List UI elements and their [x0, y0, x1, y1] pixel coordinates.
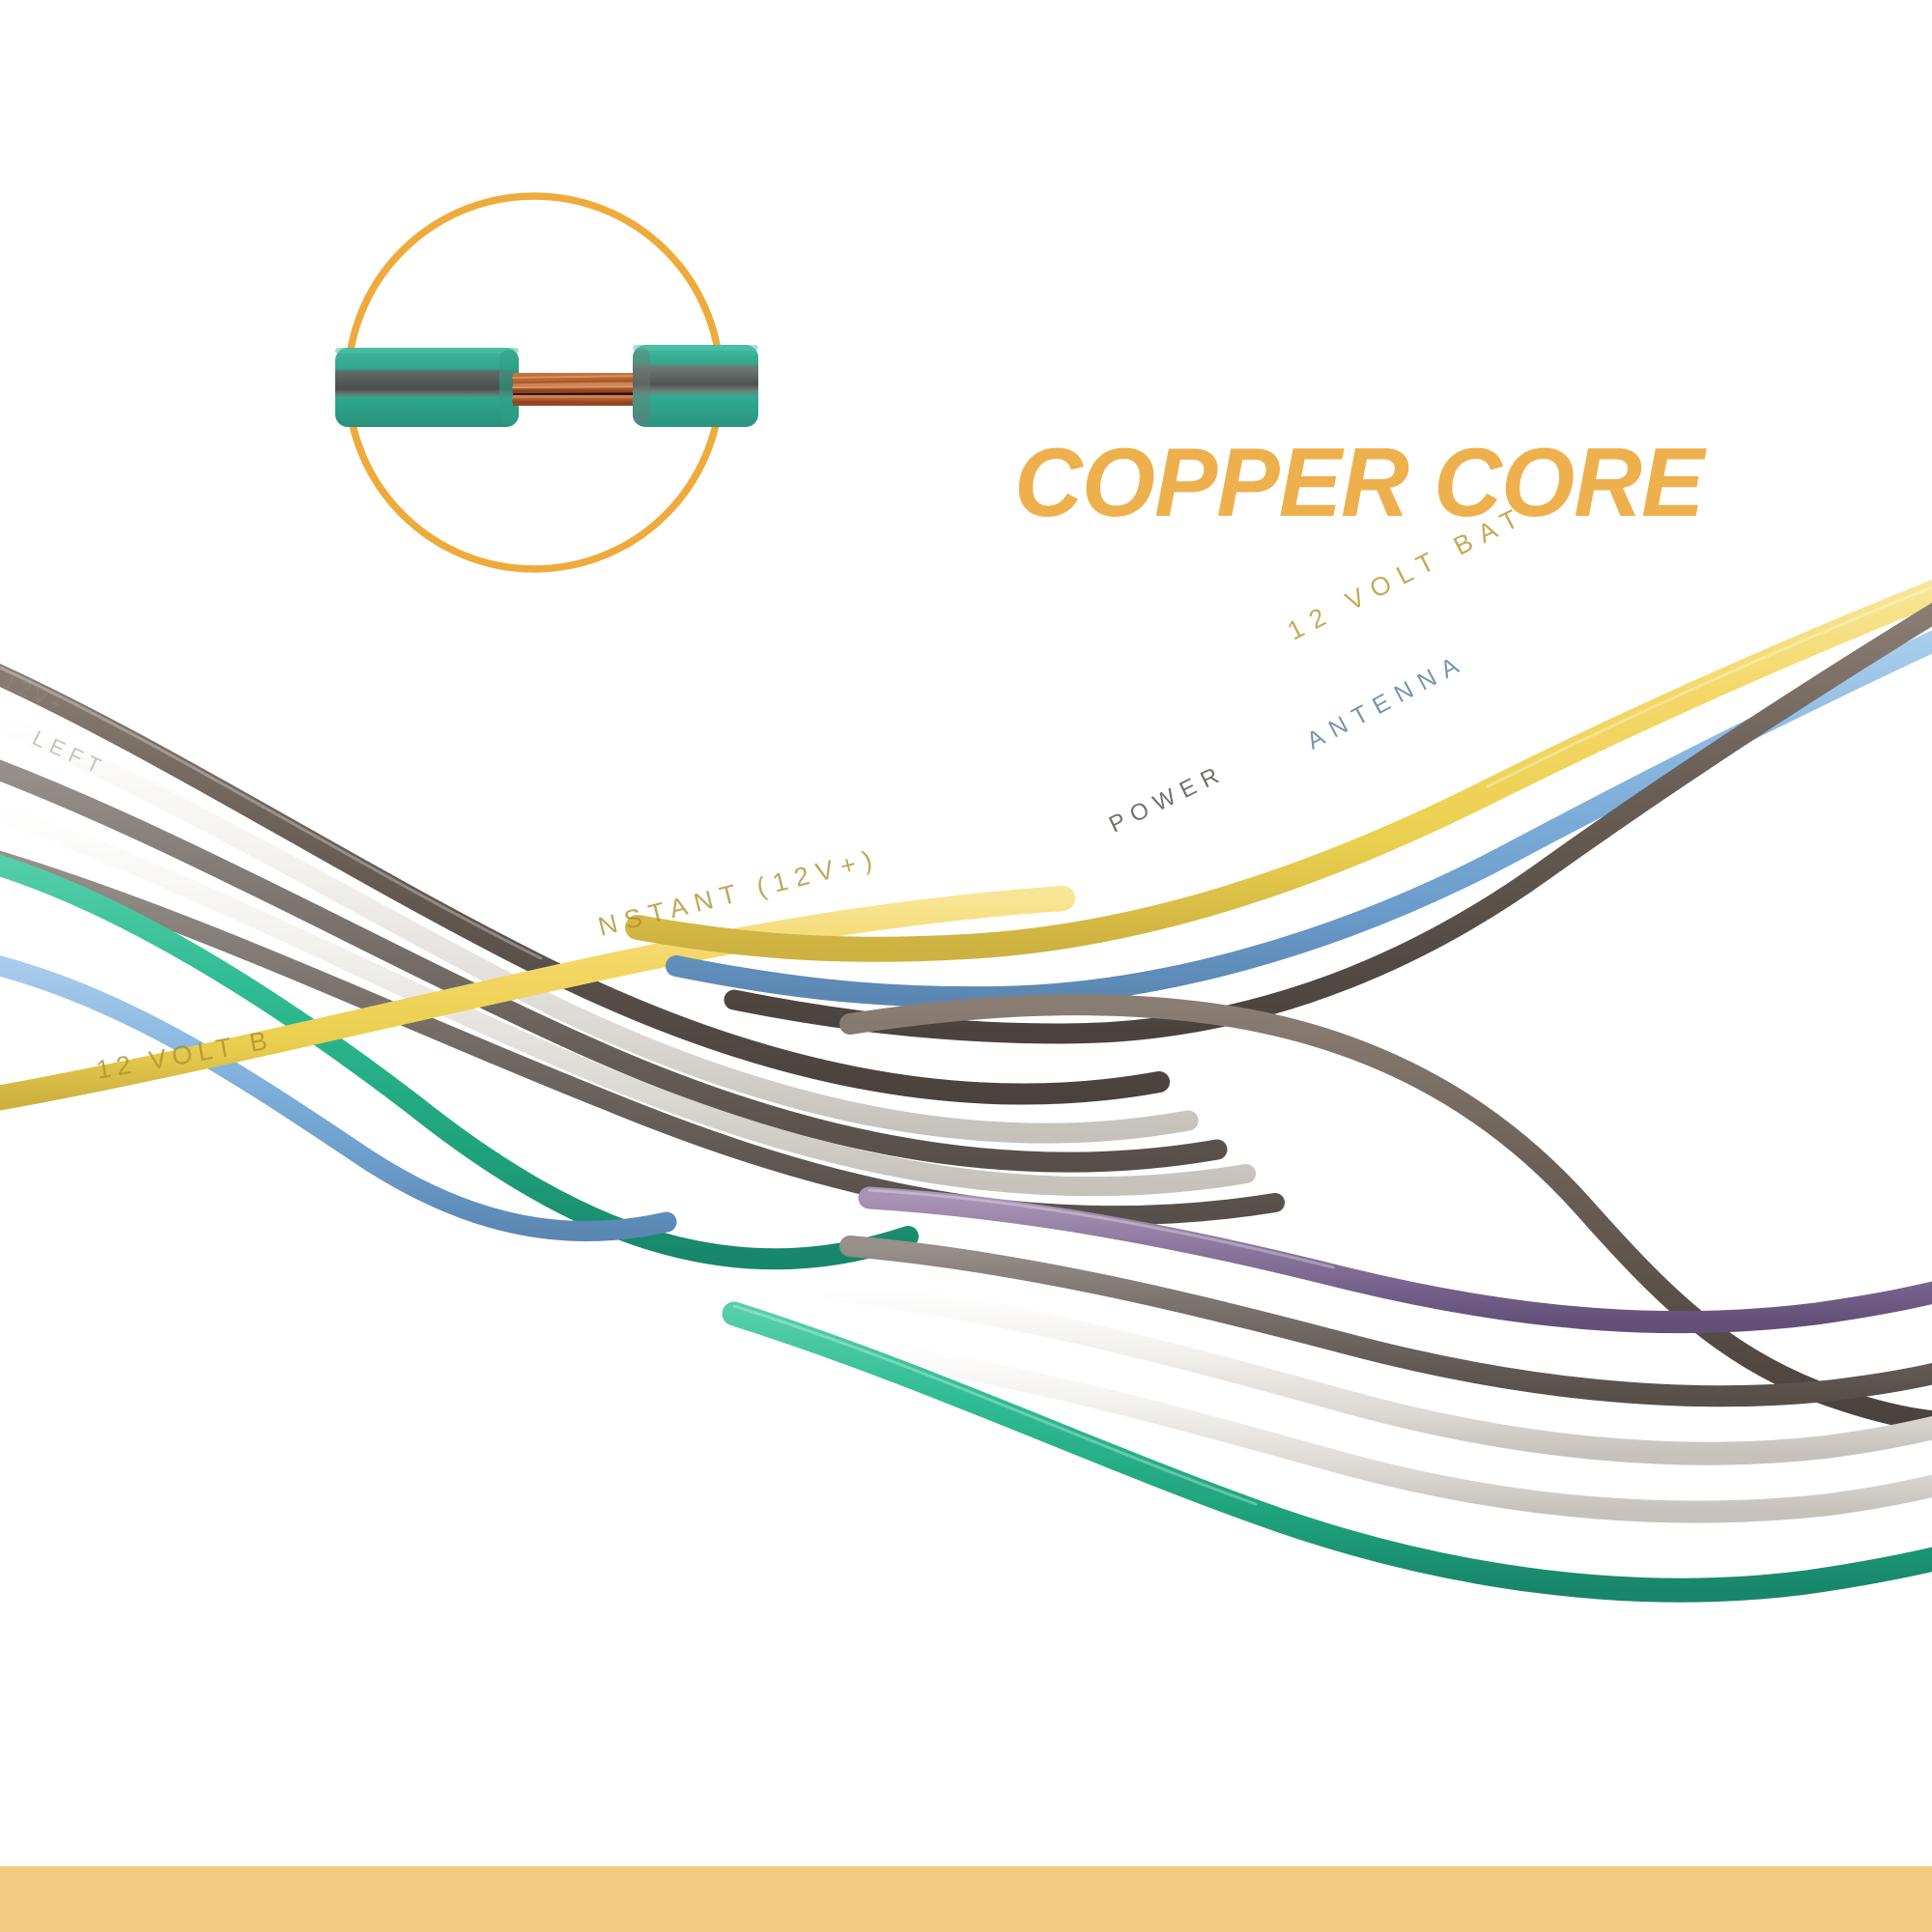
wire-blue-lower-left — [0, 955, 677, 1242]
footer-hairline — [0, 1862, 1932, 1866]
wire-yellow-lower-left — [0, 886, 1075, 1111]
wire-yellow-battery — [625, 580, 1932, 962]
headline: COPPER CORE — [1014, 425, 1806, 541]
wire-brown-upper-left — [0, 663, 1170, 1105]
copper-core-callout — [335, 166, 758, 599]
wire-teal-left-arc — [0, 854, 919, 1270]
copper-strands — [511, 373, 644, 406]
headline-text: COPPER CORE — [1014, 428, 1704, 537]
wire-brown-power — [724, 602, 1932, 1044]
wire-segment-left — [335, 348, 519, 427]
wire-teal-lower — [722, 1301, 1932, 1603]
wire-white-upper-left-2 — [0, 803, 1256, 1197]
wire-graybrown-lower — [839, 1236, 1932, 1407]
wire-white-upper-left — [0, 711, 1199, 1144]
footer-band — [0, 1862, 1932, 1932]
wire-purple — [858, 1186, 1932, 1334]
wire-gray-upper-left — [0, 759, 1228, 1173]
wire-bundle-photo: 12 VOLT BAT ANTENNA POWER NSTANT (12V+) … — [0, 499, 1932, 1874]
wire-white-lower-b — [800, 1331, 1932, 1523]
wire-white-lower-a — [819, 1278, 1932, 1465]
wire-segment-right — [633, 345, 758, 427]
